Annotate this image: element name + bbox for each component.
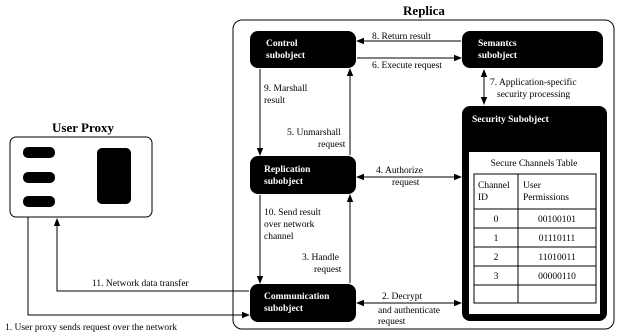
control-subobject: Control subobject xyxy=(250,31,356,68)
svg-text:4. Authorize request: 4. Authorize request xyxy=(376,166,425,188)
secure-channels-panel xyxy=(469,152,600,314)
label-execute-request: 6. Execute request xyxy=(372,61,442,71)
secure-channels-table xyxy=(473,173,597,304)
security-subobject: Security Subobject Secure Channels Table… xyxy=(462,106,607,321)
label-marshall-result-line2: result xyxy=(264,96,285,106)
label-decrypt-line3: request xyxy=(378,317,406,327)
edges xyxy=(27,37,488,319)
user-proxy-box xyxy=(9,136,153,218)
replica-title: Replica xyxy=(403,3,445,18)
security-subobject-title: Security Subobject xyxy=(472,115,550,125)
svg-text:Communication subobject: Communication subobject xyxy=(264,292,332,314)
label-decrypt-line1: 2. Decrypt xyxy=(382,292,422,302)
user-proxy-slot-top xyxy=(23,147,55,158)
table-header-permissions-line2: Permissions xyxy=(523,193,569,203)
table-cell-permissions: 00100101 xyxy=(538,215,576,225)
table-cell-permissions: 00000110 xyxy=(538,272,576,282)
label-decrypt-line2: and authenticate xyxy=(378,306,440,316)
svg-text:10. Send result over netwo: 10. Send result over network channel xyxy=(264,208,323,242)
replica-container xyxy=(232,19,615,330)
table-cell-channel-id: 0 xyxy=(494,215,499,225)
secure-channels-caption: Secure Channels Table xyxy=(491,159,578,169)
semantics-subobject-line2: subobject xyxy=(478,51,518,61)
table-header-channel-line1: Channel xyxy=(478,181,510,191)
arrow-network-transfer xyxy=(53,218,249,292)
svg-text:5. Unmarshall request: 5. Unmarshall request xyxy=(287,128,346,150)
user-proxy-display xyxy=(97,148,131,204)
table-cell-channel-id: 2 xyxy=(494,253,499,263)
svg-text:9. Marshall result: 9. Marshall result xyxy=(264,84,310,106)
communication-subobject: Communication subobject xyxy=(250,284,356,322)
table-rows: 0 00100101 1 01110111 2 11010011 3 00000110 xyxy=(494,215,577,282)
arrow-user-request xyxy=(27,217,250,319)
svg-text:Channel ID: Channel ID xyxy=(478,181,512,203)
replication-subobject: Replication subobject xyxy=(250,156,356,194)
semantics-subobject: Semantcs subobject xyxy=(462,31,603,68)
label-app-security-line1: 7. Application-specific xyxy=(490,77,577,88)
communication-subobject-line1: Communication xyxy=(264,292,330,302)
table-cell-channel-id: 3 xyxy=(494,272,499,282)
svg-text:2. Decrypt and authenticat: 2. Decrypt and authenticate request xyxy=(378,292,442,327)
table-cell-permissions: 01110111 xyxy=(539,234,576,244)
user-proxy-slot-bottom xyxy=(23,196,55,207)
label-send-result-line1: 10. Send result xyxy=(264,208,321,218)
replication-subobject-line1: Replication xyxy=(264,165,311,175)
table-header-permissions-line1: User xyxy=(523,181,542,191)
replication-subobject-line2: subobject xyxy=(264,177,304,187)
label-marshall-result-line1: 9. Marshall xyxy=(264,84,308,94)
svg-text:Control subobject: Control subobject xyxy=(266,39,306,61)
label-user-request: 1. User proxy sends request over the net… xyxy=(5,323,177,333)
semantics-subobject-line1: Semantcs xyxy=(478,39,517,49)
communication-subobject-line2: subobject xyxy=(264,304,304,314)
label-send-result-line3: channel xyxy=(264,232,294,242)
svg-text:Replication subobject: Replication subobject xyxy=(264,165,313,187)
label-network-transfer: 11. Network data transfer xyxy=(92,278,190,289)
table-cell-channel-id: 1 xyxy=(494,234,499,244)
label-unmarshall-request-line1: 5. Unmarshall xyxy=(287,128,341,138)
label-authorize-request-line1: 4. Authorize xyxy=(376,166,423,176)
table-cell-permissions: 11010011 xyxy=(538,253,576,263)
label-handle-request-line1: 3. Handle xyxy=(302,253,339,263)
svg-text:7. Application-specific se: 7. Application-specific security process… xyxy=(490,77,579,100)
label-send-result-line2: over network xyxy=(264,220,315,230)
label-handle-request-line2: request xyxy=(314,265,342,275)
label-return-result: 8. Return result xyxy=(372,32,431,42)
user-proxy-title: User Proxy xyxy=(52,120,114,135)
control-subobject-line2: subobject xyxy=(266,51,306,61)
svg-text:Semantcs subobject: Semantcs subobject xyxy=(478,39,519,61)
table-header-channel-line2: ID xyxy=(478,193,488,203)
control-subobject-line1: Control xyxy=(266,39,298,49)
user-proxy-slot-middle xyxy=(23,172,55,183)
label-authorize-request-line2: request xyxy=(392,178,420,188)
svg-text:3. Handle request: 3. Handle request xyxy=(302,253,342,275)
svg-text:User Permissions: User Permissions xyxy=(523,181,569,203)
label-unmarshall-request-line2: request xyxy=(318,140,346,150)
label-app-security-line2: security processing xyxy=(497,90,570,100)
